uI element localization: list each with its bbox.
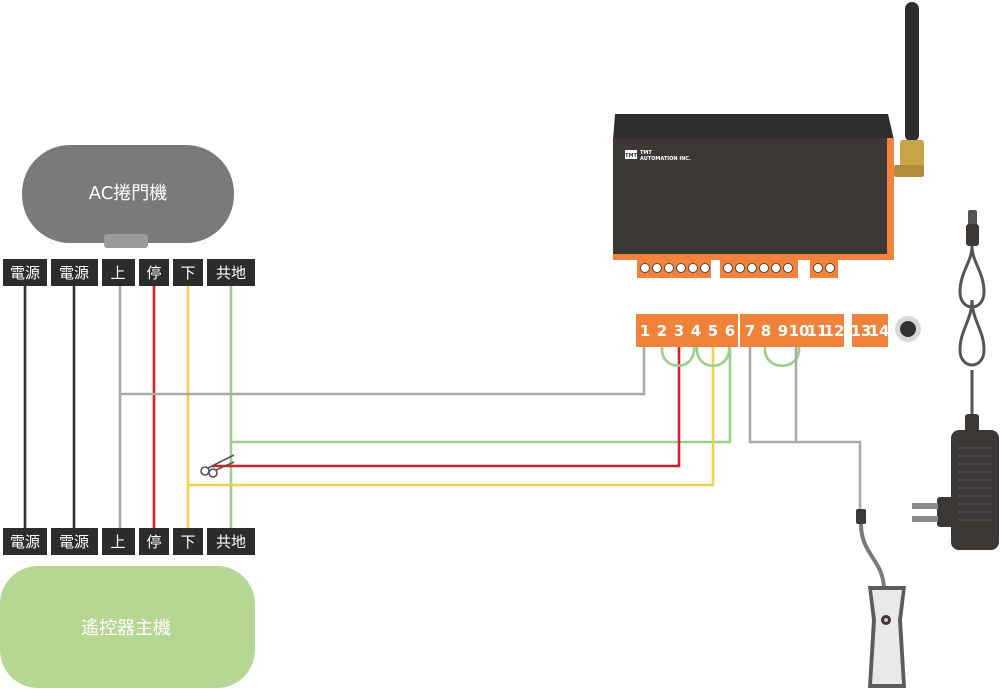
- pin-6: 6: [725, 322, 735, 340]
- ac-motor: AC捲門機: [22, 145, 234, 248]
- svg-text:下: 下: [180, 533, 195, 551]
- wire-down-to-pin-5: [188, 347, 715, 487]
- svg-text:電源: 電源: [10, 264, 40, 282]
- svg-text:上: 上: [110, 264, 125, 282]
- motor-terminal-down: 下: [173, 259, 203, 286]
- brand-logo: TMT TMT AUTOMATION INC.: [625, 150, 691, 162]
- remote-terminal-ground: 共地: [207, 528, 255, 555]
- device-top: [613, 114, 894, 140]
- ac-motor-connector: [104, 234, 148, 248]
- svg-text:下: 下: [180, 264, 195, 282]
- remote-terminal-power-1: 電源: [3, 528, 47, 555]
- remote-terminal-power-2: 電源: [51, 528, 98, 555]
- wire-stop-to-pin-3: [212, 347, 681, 468]
- pin-block-c: 13 14: [851, 314, 890, 347]
- device-wires: [120, 346, 862, 512]
- pin-8: 8: [761, 322, 771, 340]
- power-adapter-icon: [912, 210, 999, 550]
- pin-block-b: 7 8 9 10 11 12: [740, 314, 844, 347]
- wire-pin-7-to-sensor: [748, 347, 862, 512]
- ac-motor-body: [22, 145, 234, 243]
- motor-terminal-power-2: 電源: [51, 259, 98, 286]
- motor-terminal-stop: 停: [139, 259, 169, 286]
- remote-terminal-stop: 停: [139, 528, 169, 555]
- motor-terminal-power-1: 電源: [3, 259, 47, 286]
- pin-2: 2: [657, 322, 667, 340]
- ac-motor-title: AC捲門機: [89, 183, 168, 204]
- pin-12: 12: [824, 322, 845, 340]
- jumper-loop-5-6: [695, 346, 731, 368]
- pin-1: 1: [640, 322, 650, 340]
- vertical-wires: [23, 286, 233, 528]
- remote-terminal-strip: 電源 電源 上 停 下 共地: [3, 528, 255, 555]
- svg-text:停: 停: [146, 533, 161, 551]
- pin-4: 4: [691, 322, 701, 340]
- pin-11: 11: [807, 322, 828, 340]
- pin-7: 7: [745, 322, 755, 340]
- remote-host-title: 遙控器主機: [81, 618, 171, 639]
- svg-text:TMT: TMT: [625, 153, 637, 159]
- svg-text:上: 上: [110, 533, 125, 551]
- motor-terminal-up: 上: [102, 259, 135, 286]
- antenna-icon: [894, 2, 924, 177]
- jumper-loop-2-4: [660, 346, 696, 368]
- pin-13: 13: [851, 322, 872, 340]
- remote-host: 遙控器主機: [0, 566, 255, 688]
- device-side-stripe: [887, 138, 894, 260]
- wire-ground-to-pin-6: [231, 347, 732, 444]
- round-button-icon: [895, 316, 921, 342]
- device-body: [613, 138, 894, 260]
- svg-text:電源: 電源: [59, 264, 89, 282]
- remote-terminal-down: 下: [173, 528, 203, 555]
- svg-text:TMT: TMT: [640, 150, 652, 156]
- jumper-loop-8-10: [763, 346, 801, 368]
- pin-3: 3: [674, 322, 684, 340]
- svg-text:電源: 電源: [10, 533, 40, 551]
- svg-text:共地: 共地: [216, 533, 246, 551]
- pin-14: 14: [869, 322, 890, 340]
- device-bottom-stripe: [613, 254, 894, 260]
- pin-9: 9: [778, 322, 788, 340]
- magnetic-sensor-icon: [856, 509, 906, 688]
- pin-block-a: 1 2 3 4 5 6: [636, 314, 738, 347]
- motor-terminal-ground: 共地: [207, 259, 255, 286]
- pin-5: 5: [708, 322, 718, 340]
- svg-text:電源: 電源: [59, 533, 89, 551]
- scissors-icon: [200, 454, 235, 478]
- svg-text:AUTOMATION INC.: AUTOMATION INC.: [640, 156, 691, 162]
- remote-terminal-up: 上: [102, 528, 135, 555]
- svg-text:停: 停: [146, 264, 161, 282]
- motor-terminal-strip: 電源 電源 上 停 下 共地: [3, 259, 255, 286]
- pin-10: 10: [789, 322, 810, 340]
- remote-host-body: [0, 566, 255, 688]
- wire-up-to-pin-1: [120, 347, 646, 396]
- svg-text:共地: 共地: [216, 264, 246, 282]
- device-screw-terminals: [637, 260, 838, 278]
- controller-device: TMT TMT AUTOMATION INC.: [613, 2, 924, 278]
